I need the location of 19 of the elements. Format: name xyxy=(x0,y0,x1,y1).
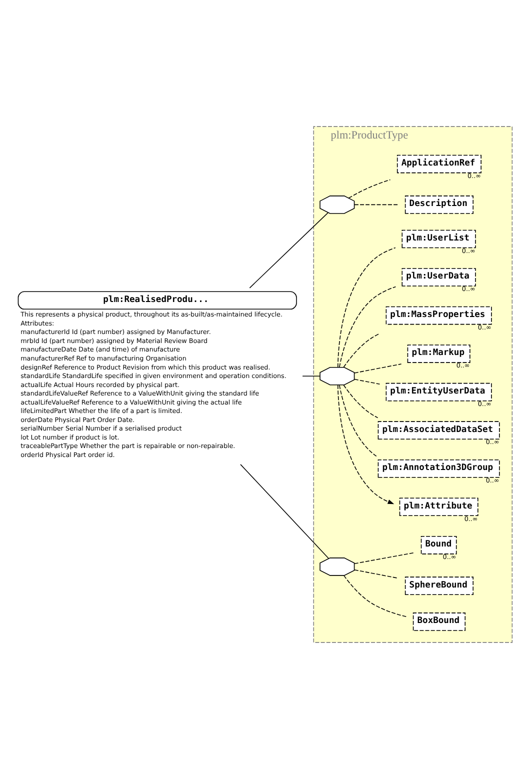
connector xyxy=(343,333,380,368)
connector xyxy=(354,378,380,385)
connector xyxy=(343,384,378,418)
connector xyxy=(354,552,416,564)
connector xyxy=(354,204,399,206)
connector xyxy=(249,212,328,288)
connector xyxy=(344,575,407,618)
arrow xyxy=(337,384,394,504)
node-octagon xyxy=(320,366,355,386)
connector xyxy=(339,384,377,457)
connector xyxy=(337,247,396,368)
connector xyxy=(348,179,391,199)
node-octagon xyxy=(320,196,355,214)
connector xyxy=(354,569,399,579)
connector xyxy=(302,376,320,377)
node-octagon xyxy=(320,558,355,576)
connector xyxy=(339,286,396,368)
connector xyxy=(354,364,402,374)
connector xyxy=(240,464,330,559)
